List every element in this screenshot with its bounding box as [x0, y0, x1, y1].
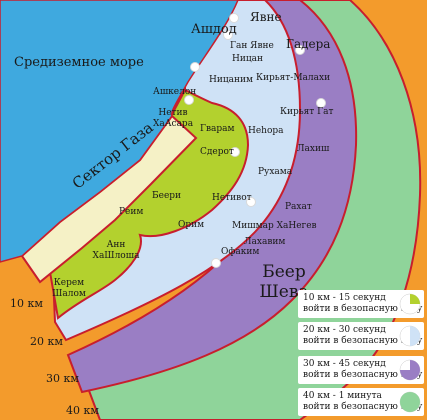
sea-label: Средиземное море [14, 55, 144, 70]
place-label-ashkelon: Ашкелон [153, 87, 197, 97]
place-label-netiv-haasara: Нетив ХаАсара [152, 108, 194, 129]
place-label-mishmar-hanegev: Мишмар ХаНегев [232, 221, 317, 231]
place-label-beeri: Беери [152, 191, 182, 201]
stopwatch-full-icon [399, 391, 421, 413]
place-label-rukhama: Рухама [258, 167, 293, 177]
legend-line2: войти в безопасную зону [303, 336, 423, 346]
city-dot-netivot [246, 197, 256, 207]
city-dot-ashdod [223, 30, 233, 40]
place-label-netivot: Нетивот [212, 193, 252, 203]
city-dot-yavne [229, 13, 239, 23]
zone-10km [48, 88, 250, 320]
legend-line1: 20 км - 30 секунд [303, 325, 386, 335]
legend-line1: 10 км - 15 секунд [303, 293, 386, 303]
beer-sheva-label: Беер Шева [259, 262, 309, 302]
distance-label-10km: 10 км [10, 297, 43, 310]
distance-label-30km: 30 км [46, 372, 79, 385]
legend-line1: 40 км - 1 минута [303, 391, 382, 401]
place-label-lakhish: Лахиш [297, 144, 330, 154]
place-label-orim: Орим [178, 220, 205, 230]
place-label-kerem-shalom: Керем Шалом [52, 278, 86, 299]
mediterranean-sea [0, 0, 239, 263]
city-dot-nitzan [190, 62, 200, 72]
city-dot-sderot [230, 147, 240, 157]
distance-label-40km: 40 км [66, 404, 99, 417]
place-label-gan-yavne: Ган Явне [230, 41, 274, 51]
place-label-sderot: Сдерот [200, 147, 234, 157]
place-label-ashdod: Ашдод [191, 22, 237, 37]
place-label-reim: Реим [119, 207, 144, 217]
legend-line2: войти в безопасную зону [303, 402, 423, 412]
legend-line2: войти в безопасную зону [303, 370, 423, 380]
place-label-yavne: Явне [250, 10, 282, 24]
place-label-lahavim: Лахавим [244, 237, 286, 247]
city-dot-ofakim [211, 258, 221, 268]
place-label-nitzan: Ницан [232, 54, 263, 64]
place-label-nitzanim: Ницаним [209, 75, 253, 85]
legend-line1: 30 км - 45 секунд [303, 359, 386, 369]
place-label-gedera: Гадера [286, 37, 331, 51]
place-label-gvaram: Гварам [200, 124, 235, 134]
place-label-kiryat-malakhi: Кирьят-Малахи [256, 73, 331, 83]
city-dot-ashkelon [184, 95, 194, 105]
city-dot-kiryat-malakhi [316, 98, 326, 108]
stopwatch-half-icon [399, 325, 421, 347]
stopwatch-three-quarter-icon [399, 359, 421, 381]
place-label-nehora: Неhора [248, 126, 284, 136]
place-label-rahat: Рахат [285, 202, 312, 212]
place-label-ein-hashlosha: Анн ХаШлоша [92, 240, 140, 261]
stopwatch-quarter-icon [399, 293, 421, 315]
place-label-ofakim: Офаким [221, 247, 260, 257]
distance-label-20km: 20 км [30, 335, 63, 348]
legend-line2: войти в безопасную зону [303, 304, 423, 314]
city-dot-gedera [295, 45, 305, 55]
place-label-kiryat-gat: Кирьят Гат [280, 107, 334, 117]
